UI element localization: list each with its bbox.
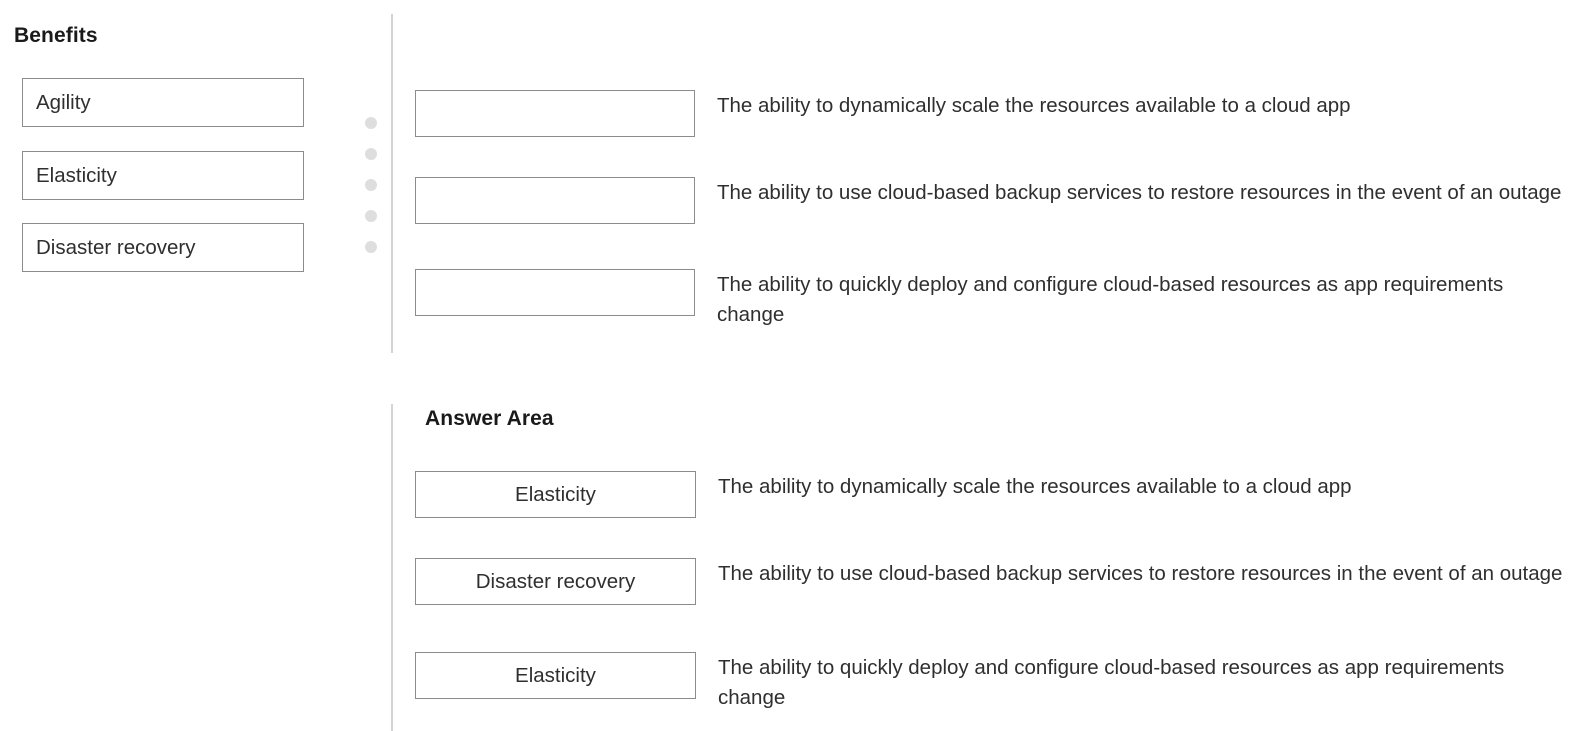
question-drop-slot-3[interactable]	[415, 269, 695, 316]
answer-drop-slot-2[interactable]: Disaster recovery	[415, 558, 696, 605]
question-drop-slot-2[interactable]	[415, 177, 695, 224]
source-token-label: Disaster recovery	[36, 235, 196, 259]
answer-row: Disaster recovery The ability to use clo…	[415, 558, 1575, 605]
benefits-heading: Benefits	[14, 24, 98, 47]
answer-description-1: The ability to dynamically scale the res…	[718, 475, 1352, 498]
question-description-1: The ability to dynamically scale the res…	[717, 94, 1351, 117]
source-token-agility[interactable]: Agility	[22, 78, 304, 127]
answer-drop-slot-1[interactable]: Elasticity	[415, 471, 696, 518]
rail-dot-icon	[365, 117, 377, 129]
rail-dot-icon	[365, 241, 377, 253]
rail-dot-icon	[365, 179, 377, 191]
drag-handle-rail[interactable]	[365, 113, 381, 259]
source-token-elasticity[interactable]: Elasticity	[22, 151, 304, 200]
vertical-divider-bottom	[391, 404, 393, 731]
rail-dot-icon	[365, 148, 377, 160]
answer-drop-slot-value: Elasticity	[515, 482, 596, 506]
question-row: The ability to use cloud-based backup se…	[415, 177, 1575, 224]
question-description-3: The ability to quickly deploy and config…	[717, 273, 1504, 326]
source-token-disaster-recovery[interactable]: Disaster recovery	[22, 223, 304, 272]
question-row: The ability to dynamically scale the res…	[415, 90, 1575, 137]
answer-description-2: The ability to use cloud-based backup se…	[718, 562, 1563, 585]
source-token-label: Elasticity	[36, 163, 117, 187]
source-token-label: Agility	[36, 90, 91, 114]
answer-row: Elasticity The ability to quickly deploy…	[415, 652, 1575, 713]
answer-description-3: The ability to quickly deploy and config…	[718, 656, 1505, 709]
question-row: The ability to quickly deploy and config…	[415, 269, 1575, 330]
answer-drop-slot-value: Disaster recovery	[475, 569, 636, 593]
question-drop-slot-1[interactable]	[415, 90, 695, 137]
benefits-panel: Benefits Agility Elasticity Disaster rec…	[0, 0, 392, 731]
answer-row: Elasticity The ability to dynamically sc…	[415, 471, 1575, 518]
answer-area-heading: Answer Area	[425, 407, 554, 430]
answer-drop-slot-value: Elasticity	[515, 663, 596, 687]
question-description-2: The ability to use cloud-based backup se…	[717, 181, 1562, 204]
rail-dot-icon	[365, 210, 377, 222]
answer-drop-slot-3[interactable]: Elasticity	[415, 652, 696, 699]
vertical-divider-top	[391, 14, 393, 353]
